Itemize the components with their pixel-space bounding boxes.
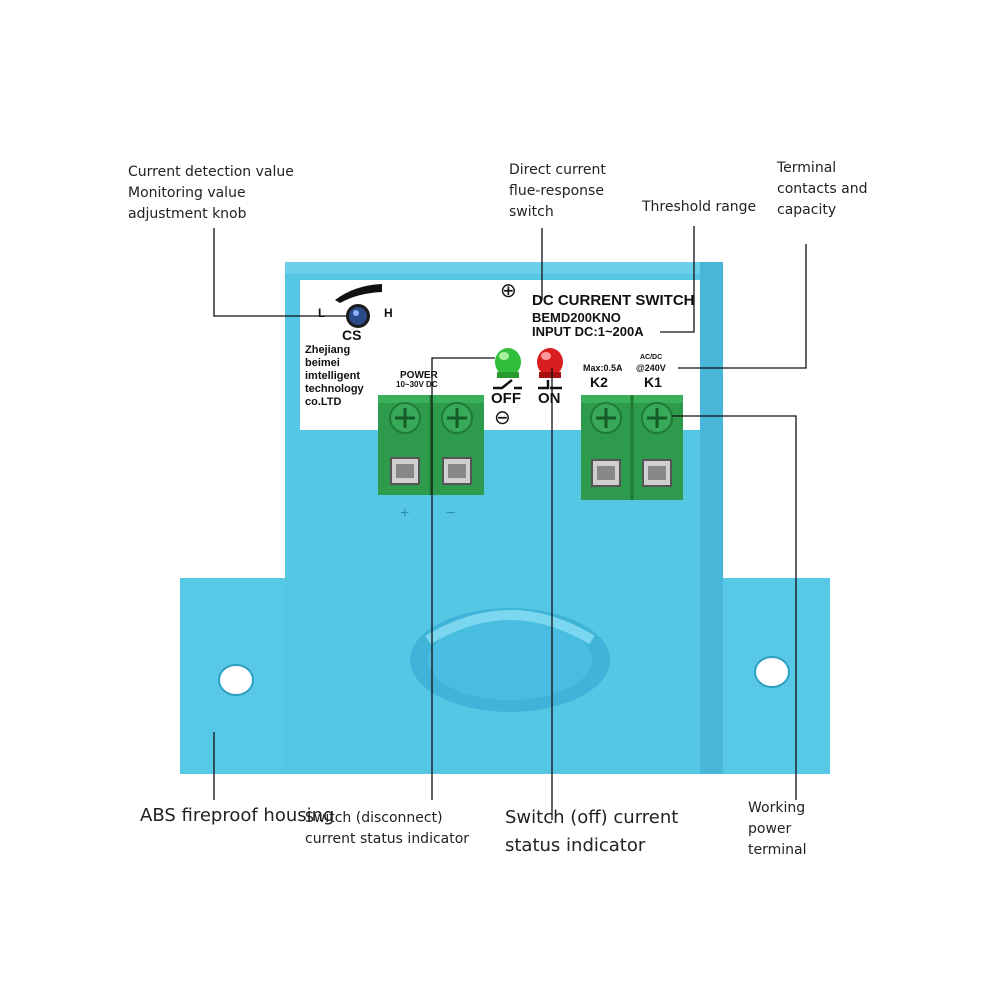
off-label: OFF <box>491 390 521 407</box>
knob-cs-label: CS <box>342 327 362 343</box>
callout-knob: Current detection value Monitoring value… <box>128 164 294 222</box>
terminal-plus-mark: + <box>400 505 410 522</box>
plus-symbol: ⊕ <box>500 280 517 302</box>
red-led <box>537 348 563 378</box>
callout-off-indicator: Switch (off) current status indicator <box>505 807 679 856</box>
callout-housing: ABS fireproof housing <box>140 805 335 826</box>
callout-threshold: Threshold range <box>642 199 757 215</box>
terminal-minus-mark: − <box>446 505 456 522</box>
knob-low-label: L <box>318 306 326 320</box>
mounting-hole-left <box>218 664 254 696</box>
callout-working-power: Working power terminal <box>748 800 807 858</box>
relay-rating-label: Max:0.5A <box>583 363 623 373</box>
power-label: POWER <box>400 370 438 381</box>
adjustment-knob[interactable] <box>335 284 382 328</box>
relay-voltage-label: @240V <box>636 363 666 373</box>
power-terminal-block[interactable] <box>378 395 484 495</box>
relay-type-label: AC/DC <box>640 354 663 361</box>
callout-dc-switch: Direct current flue-response switch <box>509 162 606 220</box>
relay-terminal-block[interactable] <box>581 395 683 500</box>
nc-switch-symbol <box>493 379 522 390</box>
green-led <box>495 348 521 378</box>
callout-terminal-contacts: Terminal contacts and capacity <box>777 160 868 218</box>
on-label: ON <box>538 390 561 407</box>
minus-symbol: ⊖ <box>494 407 511 429</box>
k1-label: K1 <box>644 374 662 390</box>
input-range: INPUT DC:1~200A <box>532 324 644 339</box>
k2-label: K2 <box>590 374 608 390</box>
callout-disconnect-indicator: Switch (disconnect) current status indic… <box>305 810 470 847</box>
leader-lines <box>213 226 807 820</box>
product-title: DC CURRENT SWITCH <box>532 292 695 309</box>
power-range-label: 10~30V DC <box>396 380 438 389</box>
knob-high-label: H <box>384 306 393 320</box>
mounting-hole-right <box>754 656 790 688</box>
model-number: BEMD200KNO <box>532 310 621 325</box>
manufacturer-text: Zhejiang beimei imtelligent technology c… <box>305 344 364 408</box>
